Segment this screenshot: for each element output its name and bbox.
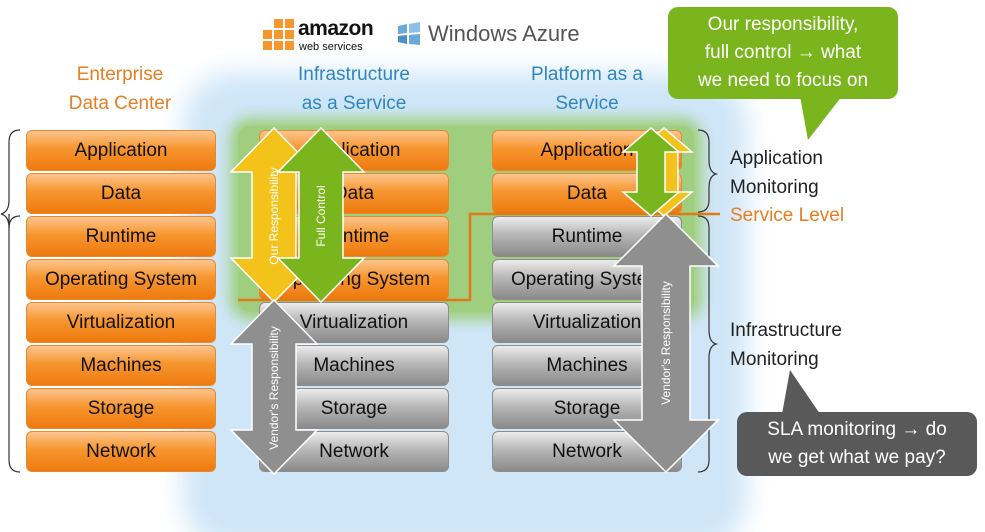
paas-full-control-arrow xyxy=(620,127,682,217)
azure-logo: Windows Azure xyxy=(396,20,596,50)
header-enterprise-line1: Enterprise xyxy=(76,64,164,85)
iaas-layer-network: Network xyxy=(259,431,449,472)
enterprise-layer-storage: Storage xyxy=(26,388,216,429)
aws-logo-subtext: web services xyxy=(299,41,363,53)
iaas-vendor-arrow xyxy=(229,298,319,476)
application-monitoring-line1: Application xyxy=(730,148,823,169)
responsibility-callout-line3: we need to focus on xyxy=(697,70,869,91)
aws-logo: amazon web services xyxy=(262,14,382,56)
responsibility-callout-line1: Our responsibility, xyxy=(707,14,859,35)
right-brace-top xyxy=(697,129,719,213)
azure-logo-text: Windows Azure xyxy=(428,21,580,46)
service-level-label: Service Level xyxy=(730,205,845,226)
sla-callout-tail xyxy=(782,370,820,414)
application-monitoring-label: Application Monitoring xyxy=(730,144,823,202)
service-level-line xyxy=(238,212,720,302)
header-paas: Platform as a Service xyxy=(492,60,682,118)
enterprise-layer-application: Application xyxy=(26,130,216,171)
sla-callout-line1: SLA monitoring → do xyxy=(767,419,947,440)
header-enterprise: Enterprise Data Center xyxy=(25,60,215,118)
infrastructure-monitoring-line1: Infrastructure xyxy=(730,320,842,341)
header-enterprise-line2: Data Center xyxy=(68,93,172,114)
responsibility-callout: Our responsibility, full control → what … xyxy=(668,7,898,99)
right-brace-bottom xyxy=(697,215,719,473)
header-iaas-line1: Infrastructure xyxy=(298,64,410,85)
enterprise-layer-virtualization: Virtualization xyxy=(26,302,216,343)
paas-vendor-arrow xyxy=(612,212,720,474)
windows-flag-icon xyxy=(398,22,420,45)
aws-logo-text: amazon xyxy=(298,17,374,40)
responsibility-callout-line2: full control → what xyxy=(704,42,862,63)
application-monitoring-line2: Monitoring xyxy=(730,177,819,198)
sla-callout-line2: we get what we pay? xyxy=(768,447,946,468)
enterprise-layer-runtime: Runtime xyxy=(26,216,216,257)
iaas-full-control-arrow xyxy=(276,126,366,304)
header-iaas: Infrastructure as a Service xyxy=(259,60,449,118)
header-iaas-line2: as a Service xyxy=(301,93,407,114)
enterprise-layer-os: Operating System xyxy=(26,259,216,300)
header-paas-line1: Platform as a xyxy=(531,64,643,85)
enterprise-layer-network: Network xyxy=(26,431,216,472)
header-paas-line2: Service xyxy=(555,93,619,114)
infrastructure-monitoring-label: Infrastructure Monitoring xyxy=(730,316,842,374)
left-brace-top xyxy=(0,129,21,229)
sla-callout: SLA monitoring → do we get what we pay? xyxy=(737,412,977,476)
green-callout-tail xyxy=(800,96,842,140)
enterprise-layer-data: Data xyxy=(26,173,216,214)
left-brace-bottom xyxy=(8,215,21,473)
infrastructure-monitoring-line2: Monitoring xyxy=(730,349,819,370)
enterprise-layer-machines: Machines xyxy=(26,345,216,386)
